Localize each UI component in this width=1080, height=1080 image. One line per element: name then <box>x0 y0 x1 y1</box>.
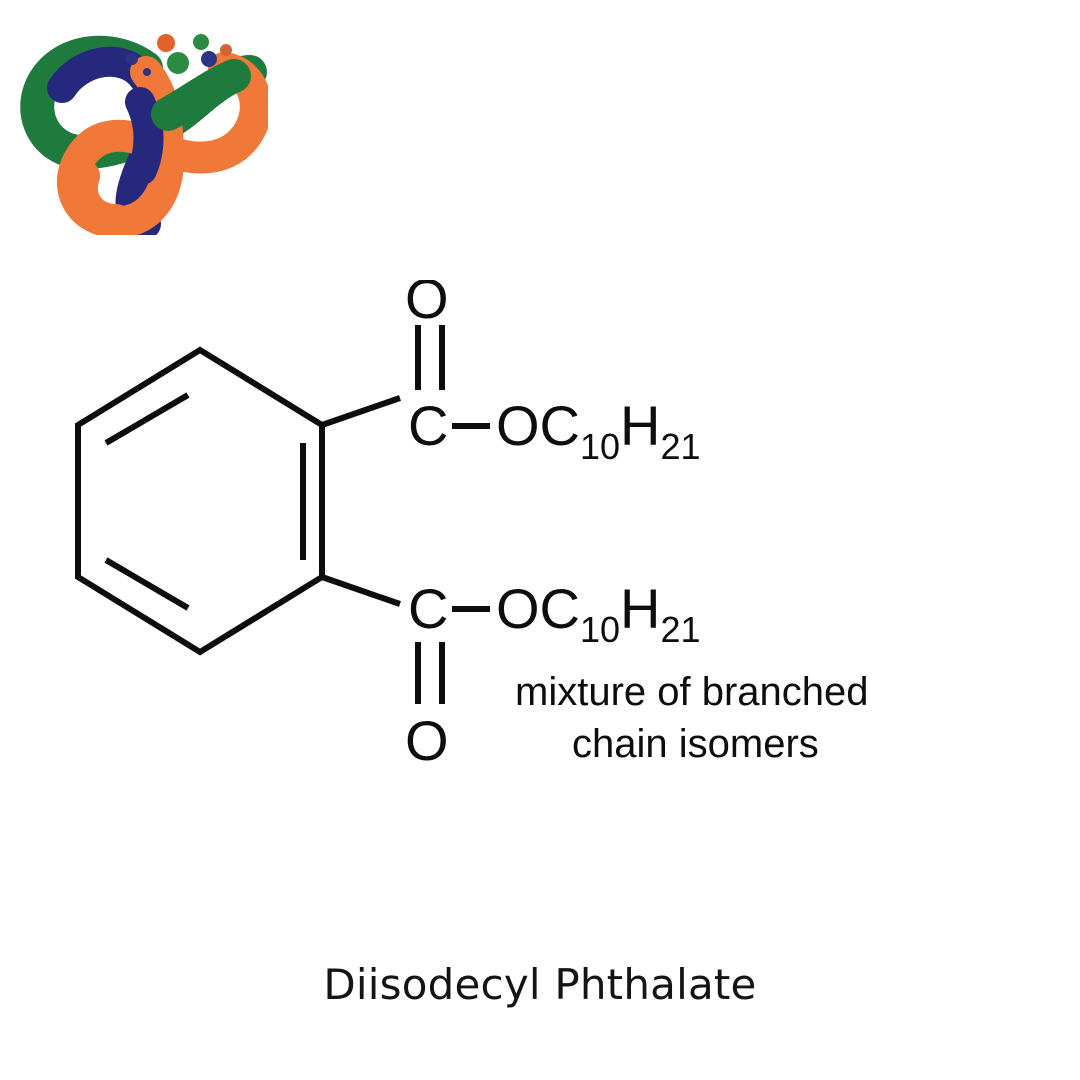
bottom-ester-formula-sub21: 21 <box>661 609 701 650</box>
isomer-note-line-2: chain isomers <box>572 722 819 766</box>
bottom-ester-formula-sub10: 10 <box>580 609 620 650</box>
top-carbonyl-carbon-label: C <box>408 394 448 457</box>
logo-green-overpass <box>151 59 251 131</box>
logo-loop-orange <box>56 52 272 239</box>
compound-name-caption: Diisodecyl Phthalate <box>323 960 757 1009</box>
top-carbonyl-oxygen-label: O <box>405 280 449 330</box>
skeletal-formula-svg: C O OC10H21 C O OC10H21 <box>75 267 869 772</box>
top-ester-formula: OC10H21 <box>496 394 701 467</box>
top-ester-formula-h: H <box>620 394 660 457</box>
trefoil-knot-logo-svg <box>20 34 272 239</box>
isomer-note-line-1: mixture of branched <box>515 670 869 714</box>
logo-dot <box>167 52 189 74</box>
top-ester-formula-sub10: 10 <box>580 426 620 467</box>
bottom-carbonyl-double-bond <box>415 642 445 704</box>
logo-dot <box>193 34 209 50</box>
bottom-ester-formula-oc: OC <box>496 577 580 640</box>
bond-ring-to-top-carbonyl <box>321 395 401 428</box>
logo-dot <box>126 53 138 65</box>
benzene-ring-outline <box>75 346 325 656</box>
logo-dot <box>201 51 217 67</box>
bottom-ester-formula: OC10H21 <box>496 577 701 650</box>
logo-dot <box>157 34 175 52</box>
brand-logo <box>18 10 272 239</box>
logo-navy-overpass <box>125 87 164 185</box>
logo-dots-group <box>126 34 232 76</box>
chemical-structure-figure: C O OC10H21 C O OC10H21 <box>0 267 1080 800</box>
logo-dot <box>143 68 151 76</box>
bond-ring-to-bottom-carbonyl <box>321 574 401 607</box>
top-ester-formula-sub21: 21 <box>661 426 701 467</box>
top-carbonyl-double-bond <box>415 325 445 390</box>
aromatic-inner-bond <box>104 392 190 446</box>
benzene-ring <box>75 346 325 656</box>
top-ester-formula-oc: OC <box>496 394 580 457</box>
logo-dot <box>220 44 232 56</box>
logo-orange-overpass <box>66 160 132 236</box>
aromatic-inner-bond <box>104 557 190 611</box>
bottom-ester-formula-h: H <box>620 577 660 640</box>
bottom-carbonyl-oxygen-label: O <box>405 709 449 772</box>
bottom-carbonyl-carbon-label: C <box>408 577 448 640</box>
